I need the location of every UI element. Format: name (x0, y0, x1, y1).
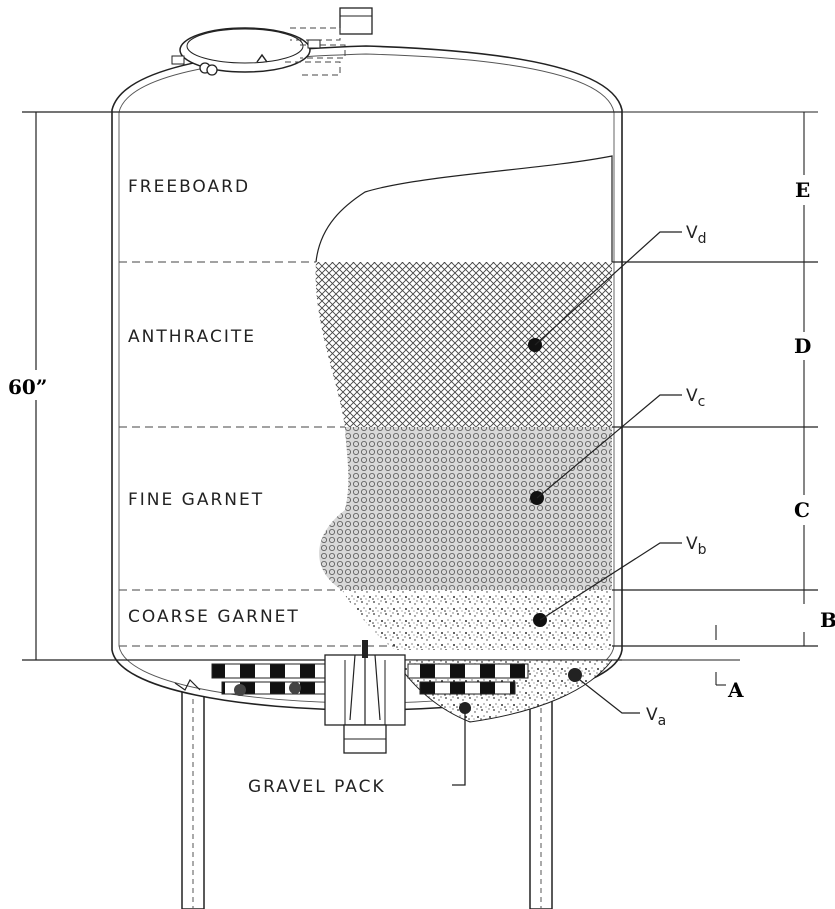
anthracite-label: ANTHRACITE (128, 327, 256, 347)
top-manway (171, 7, 373, 76)
layer-dividers-solid (612, 261, 818, 647)
freeboard-cut-edge (315, 155, 613, 263)
layer-dividers (119, 261, 395, 647)
height-label: 60” (8, 375, 47, 399)
vd-label: Vd (686, 223, 707, 247)
dim-c-label: C (794, 498, 810, 522)
anthracite-layer (315, 262, 612, 427)
dim-e-label: E (795, 178, 810, 202)
media-layers (315, 155, 613, 650)
coarse-garnet-layer (342, 590, 612, 650)
dim-d-label: D (794, 334, 811, 358)
right-dimensions (612, 111, 818, 686)
dim-b-label: B (820, 608, 835, 632)
height-dimension (22, 111, 112, 661)
volume-markers (528, 231, 682, 714)
gravel-pack-leader (452, 710, 466, 786)
gravel-pack-label: GRAVEL PACK (248, 777, 386, 797)
underdrain (174, 640, 613, 754)
fine-garnet-label: FINE GARNET (128, 490, 264, 510)
coarse-garnet-label: COARSE GARNET (128, 607, 300, 627)
freeboard-label: FREEBOARD (128, 177, 250, 197)
tank-legs (181, 679, 553, 909)
vc-label: Vc (686, 386, 705, 410)
vb-label: Vb (686, 534, 707, 558)
dim-a-label: A (727, 678, 744, 702)
fine-garnet-layer (319, 427, 612, 590)
va-label: Va (646, 705, 666, 729)
